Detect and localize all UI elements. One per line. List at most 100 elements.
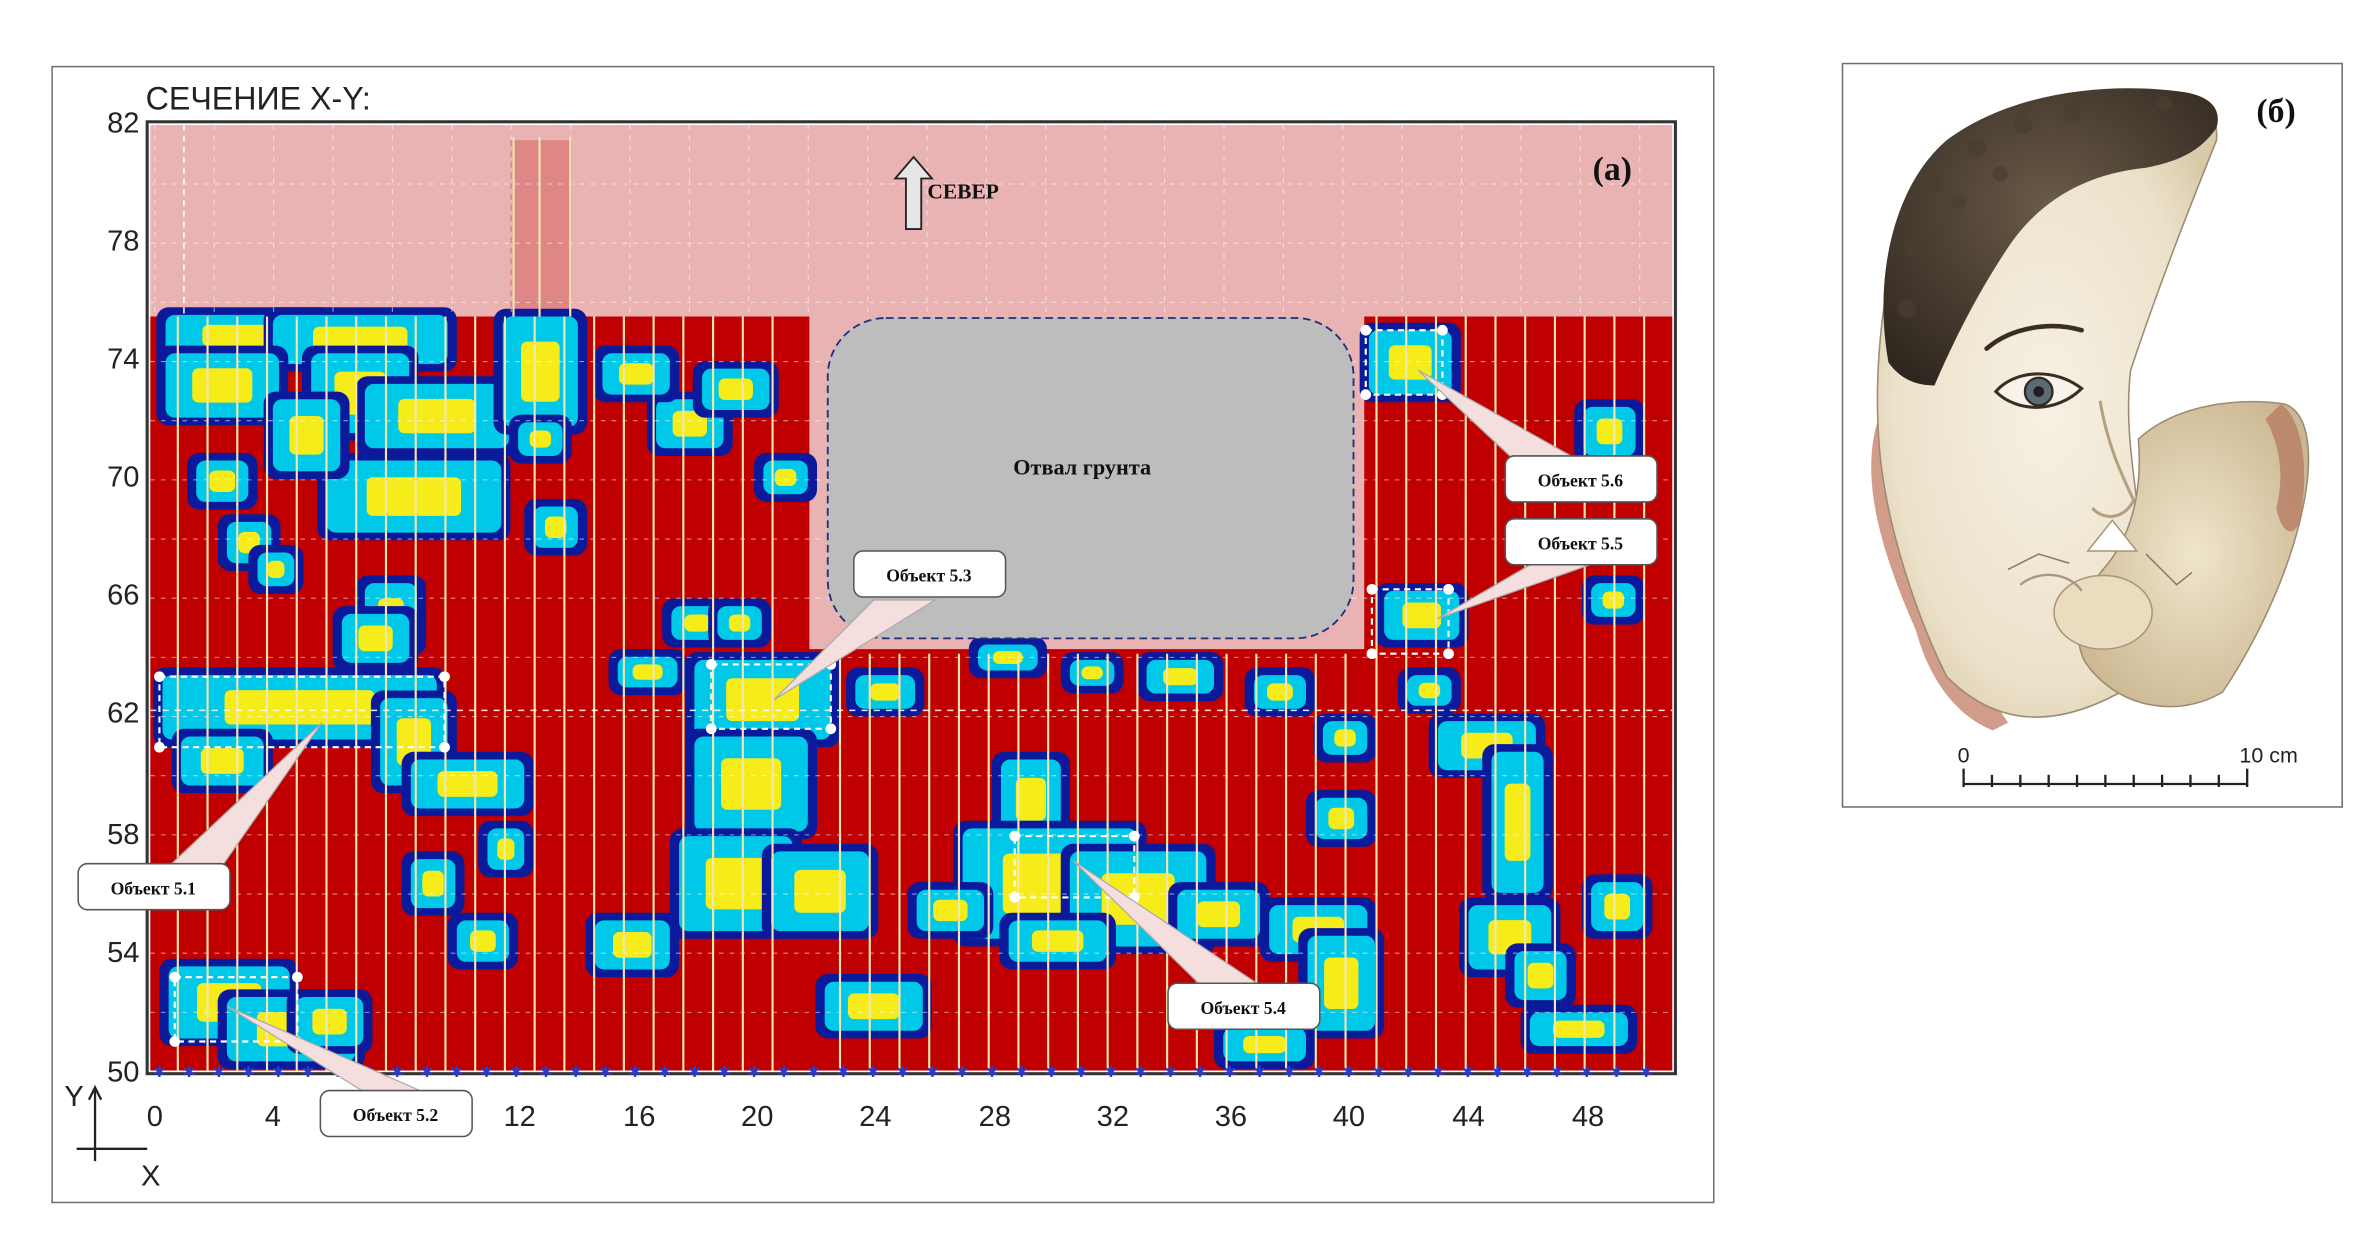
marker-star-icon: ✱ bbox=[1045, 1063, 1058, 1081]
xy-axis-indicator bbox=[76, 1084, 148, 1162]
box-corner-handle bbox=[1360, 389, 1372, 401]
marker-star-icon: ✱ bbox=[1551, 1063, 1564, 1081]
anomaly-core bbox=[469, 930, 496, 952]
marker-star-icon: ✱ bbox=[1521, 1063, 1534, 1081]
y-tick: 62 bbox=[107, 698, 139, 730]
anomaly-core bbox=[1504, 783, 1531, 861]
callout-object-5-3: Объект 5.3 bbox=[773, 550, 1007, 701]
marker-star-icon: ✱ bbox=[1491, 1063, 1504, 1081]
anomaly-core bbox=[1163, 668, 1198, 686]
scale-zero: 0 bbox=[1958, 744, 1970, 768]
anomaly-core bbox=[794, 869, 846, 913]
north-label: СЕВЕР bbox=[927, 179, 999, 203]
marker-star-icon: ✱ bbox=[1432, 1063, 1445, 1081]
panel-a-label: (а) bbox=[1593, 151, 1632, 188]
marker-star-icon: ✱ bbox=[183, 1063, 196, 1081]
y-tick: 70 bbox=[107, 462, 139, 494]
anomaly-core bbox=[992, 651, 1023, 664]
y-tick: 78 bbox=[107, 226, 139, 258]
callout-label: Объект 5.1 bbox=[111, 878, 196, 898]
marker-star-icon: ✱ bbox=[926, 1063, 939, 1081]
marker-star-icon: ✱ bbox=[212, 1063, 225, 1081]
y-axis-letter: Y bbox=[64, 1081, 83, 1113]
marker-star-icon: ✱ bbox=[1015, 1063, 1028, 1081]
anomaly-core bbox=[1031, 930, 1084, 952]
box-corner-handle bbox=[1443, 648, 1454, 660]
anomaly-core bbox=[1197, 901, 1241, 928]
dump-label: Отвал грунта bbox=[1013, 454, 1151, 479]
anomaly-core bbox=[422, 870, 444, 897]
anomaly-core bbox=[544, 516, 567, 538]
box-corner-handle bbox=[825, 723, 837, 735]
anomaly-core bbox=[192, 368, 253, 403]
box-corner-handle bbox=[439, 741, 450, 753]
object-callouts: Объект 5.1 Объект 5.2 Объект 5.3 Объект … bbox=[77, 369, 1658, 1138]
marker-star-icon: ✱ bbox=[1313, 1063, 1326, 1081]
marker-star-icon: ✱ bbox=[1075, 1063, 1088, 1081]
marker-star-icon: ✱ bbox=[391, 1063, 404, 1081]
x-tick: 4 bbox=[265, 1101, 281, 1133]
marker-star-icon: ✱ bbox=[659, 1063, 672, 1081]
box-corner-handle bbox=[292, 971, 303, 983]
marker-star-icon: ✱ bbox=[421, 1063, 434, 1081]
callout-label: Объект 5.5 bbox=[1538, 533, 1624, 553]
scale-bar bbox=[1962, 768, 2249, 788]
marker-star-icon: ✱ bbox=[777, 1063, 790, 1081]
anomaly-core bbox=[1328, 807, 1355, 830]
anomaly-core bbox=[612, 932, 652, 958]
marker-star-icon: ✱ bbox=[272, 1063, 285, 1081]
anomaly-core bbox=[366, 477, 462, 516]
object-box bbox=[710, 663, 832, 730]
anomaly-core bbox=[726, 678, 800, 722]
box-corner-handle bbox=[1009, 830, 1021, 842]
box-corner-handle bbox=[1366, 583, 1378, 595]
marker-star-icon: ✱ bbox=[807, 1063, 820, 1081]
marker-star-icon: ✱ bbox=[629, 1063, 642, 1081]
profile-start-markers: ✱✱✱✱✱✱✱✱✱✱✱✱✱✱✱✱✱✱✱✱✱✱✱✱✱✱✱✱✱✱✱✱✱✱✱✱✱✱✱✱… bbox=[153, 1063, 1653, 1081]
marker-star-icon: ✱ bbox=[896, 1063, 909, 1081]
marker-star-icon: ✱ bbox=[1372, 1063, 1385, 1081]
marker-star-icon: ✱ bbox=[510, 1063, 523, 1081]
callout-object-5-4: Объект 5.4 bbox=[1072, 860, 1321, 1031]
marker-star-icon: ✱ bbox=[748, 1063, 761, 1081]
box-corner-handle bbox=[1360, 324, 1372, 336]
marker-star-icon: ✱ bbox=[569, 1063, 582, 1081]
anomaly-core bbox=[847, 993, 900, 1020]
marker-star-icon: ✱ bbox=[1224, 1063, 1237, 1081]
x-tick: 48 bbox=[1572, 1101, 1604, 1133]
anomaly-core bbox=[437, 771, 498, 797]
marker-star-icon: ✱ bbox=[540, 1063, 553, 1081]
anomaly-core bbox=[672, 410, 707, 437]
panel-b-label: (б) bbox=[2256, 93, 2295, 130]
box-corner-handle bbox=[705, 659, 717, 670]
anomaly-core bbox=[358, 625, 393, 652]
anomaly-core bbox=[684, 614, 711, 632]
anomaly-core bbox=[289, 415, 324, 455]
box-corner-handle bbox=[154, 671, 165, 683]
mask-fragment-image bbox=[1871, 88, 2310, 731]
anomaly-core bbox=[1081, 666, 1103, 680]
x-tick: 16 bbox=[623, 1101, 655, 1133]
y-tick: 58 bbox=[107, 819, 139, 851]
anomaly-core bbox=[1527, 962, 1554, 989]
anomaly-core bbox=[705, 857, 766, 910]
y-tick: 82 bbox=[107, 108, 139, 140]
y-tick: 54 bbox=[107, 937, 139, 969]
anomaly-core bbox=[267, 560, 285, 578]
anomaly-core bbox=[312, 1008, 347, 1035]
x-tick: 36 bbox=[1215, 1101, 1247, 1133]
object-box bbox=[1370, 588, 1450, 655]
marker-star-icon: ✱ bbox=[450, 1063, 463, 1081]
y-tick: 66 bbox=[107, 580, 139, 612]
anomaly-core bbox=[632, 664, 663, 680]
anomaly-core bbox=[728, 614, 751, 632]
box-corner-handle bbox=[1128, 830, 1140, 842]
x-tick: 0 bbox=[147, 1101, 163, 1133]
x-tick: 12 bbox=[503, 1101, 535, 1133]
box-corner-handle bbox=[1437, 324, 1448, 336]
marker-star-icon: ✱ bbox=[1640, 1063, 1653, 1081]
anomaly-core bbox=[224, 690, 375, 725]
box-corner-handle bbox=[705, 723, 717, 735]
x-tick: 28 bbox=[979, 1101, 1011, 1133]
north-strip bbox=[510, 140, 572, 318]
